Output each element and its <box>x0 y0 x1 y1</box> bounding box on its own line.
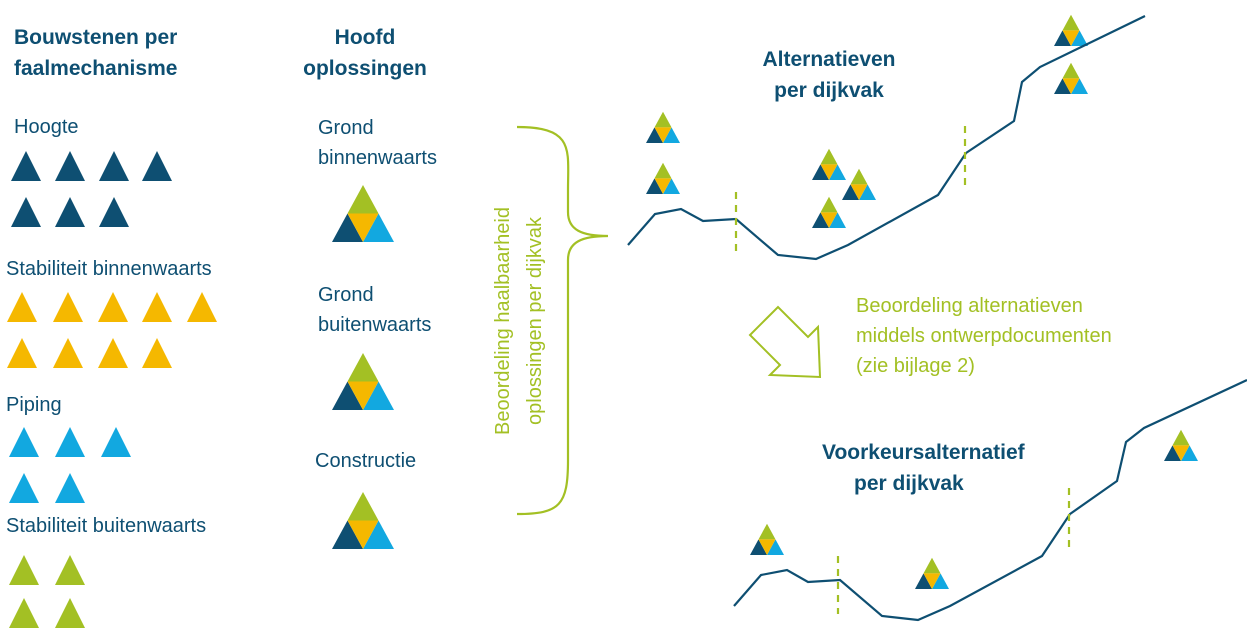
brace-icon <box>516 125 609 516</box>
mechanism-label-piping: Piping <box>6 394 62 416</box>
alternatives-title: Alternatieven per dijkvak <box>762 48 896 102</box>
triangle-icon <box>101 427 131 457</box>
composite-triangles <box>332 14 1198 589</box>
composite-triangle-icon <box>812 196 846 228</box>
triangle-icon <box>187 292 217 322</box>
triangle-icon <box>55 197 85 227</box>
composite-triangle-icon <box>332 491 394 549</box>
triangle-icon <box>55 427 85 457</box>
triangle-icon <box>142 338 172 368</box>
triangle-icon <box>98 292 128 322</box>
triangle-icon <box>55 555 85 585</box>
triangle-icon <box>55 598 85 628</box>
preferred-alternative-title: Voorkeursalternatief per dijkvak <box>822 441 1025 495</box>
triangle-icon <box>53 338 83 368</box>
composite-triangle-icon <box>332 184 394 242</box>
triangle-icon <box>9 555 39 585</box>
composite-triangle-icon <box>750 523 784 555</box>
triangle-icon <box>99 151 129 181</box>
triangle-icon <box>98 338 128 368</box>
triangle-icon <box>99 197 129 227</box>
triangle-icon <box>7 338 37 368</box>
triangle-icon <box>55 473 85 503</box>
composite-triangle-icon <box>842 168 876 200</box>
composite-triangle-icon <box>1054 14 1088 46</box>
building-blocks-title: Bouwstenen per faalmechanisme <box>14 26 178 80</box>
triangle-icon <box>142 292 172 322</box>
building-block-triangles <box>7 151 217 628</box>
composite-triangle-icon <box>332 352 394 410</box>
triangle-icon <box>7 292 37 322</box>
triangle-icon <box>142 151 172 181</box>
composite-triangle-icon <box>646 111 680 143</box>
arrow-down-right-icon <box>748 305 822 379</box>
dike-profile-alternatives <box>627 15 1146 261</box>
mechanism-label-height: Hoogte <box>14 116 79 138</box>
main-solutions-title: Hoofd oplossingen <box>303 26 427 80</box>
solution-ground-inward: Grond binnenwaarts <box>318 117 437 169</box>
triangle-icon <box>9 598 39 628</box>
composite-triangle-icon <box>1054 62 1088 94</box>
composite-triangle-icon <box>915 557 949 589</box>
design-assessment-label: Beoordeling alternatieven middels ontwer… <box>856 295 1112 377</box>
triangle-icon <box>11 197 41 227</box>
composite-triangle-icon <box>1164 429 1198 461</box>
triangle-icon <box>9 473 39 503</box>
triangle-icon <box>53 292 83 322</box>
triangle-icon <box>9 427 39 457</box>
mechanism-label-stability-outward: Stabiliteit buitenwaarts <box>6 515 207 537</box>
triangle-icon <box>55 151 85 181</box>
composite-triangle-icon <box>646 162 680 194</box>
dike-profile-preferred <box>733 379 1247 622</box>
mechanism-label-stability-inward: Stabiliteit binnenwaarts <box>6 258 212 280</box>
triangle-icon <box>11 151 41 181</box>
composite-triangle-icon <box>812 148 846 180</box>
solution-ground-outward: Grond buitenwaarts <box>318 284 432 336</box>
solution-construction: Constructie <box>315 450 417 472</box>
feasibility-assessment-label: Beoordeling haalbaarheid oplossingen per… <box>492 207 546 435</box>
